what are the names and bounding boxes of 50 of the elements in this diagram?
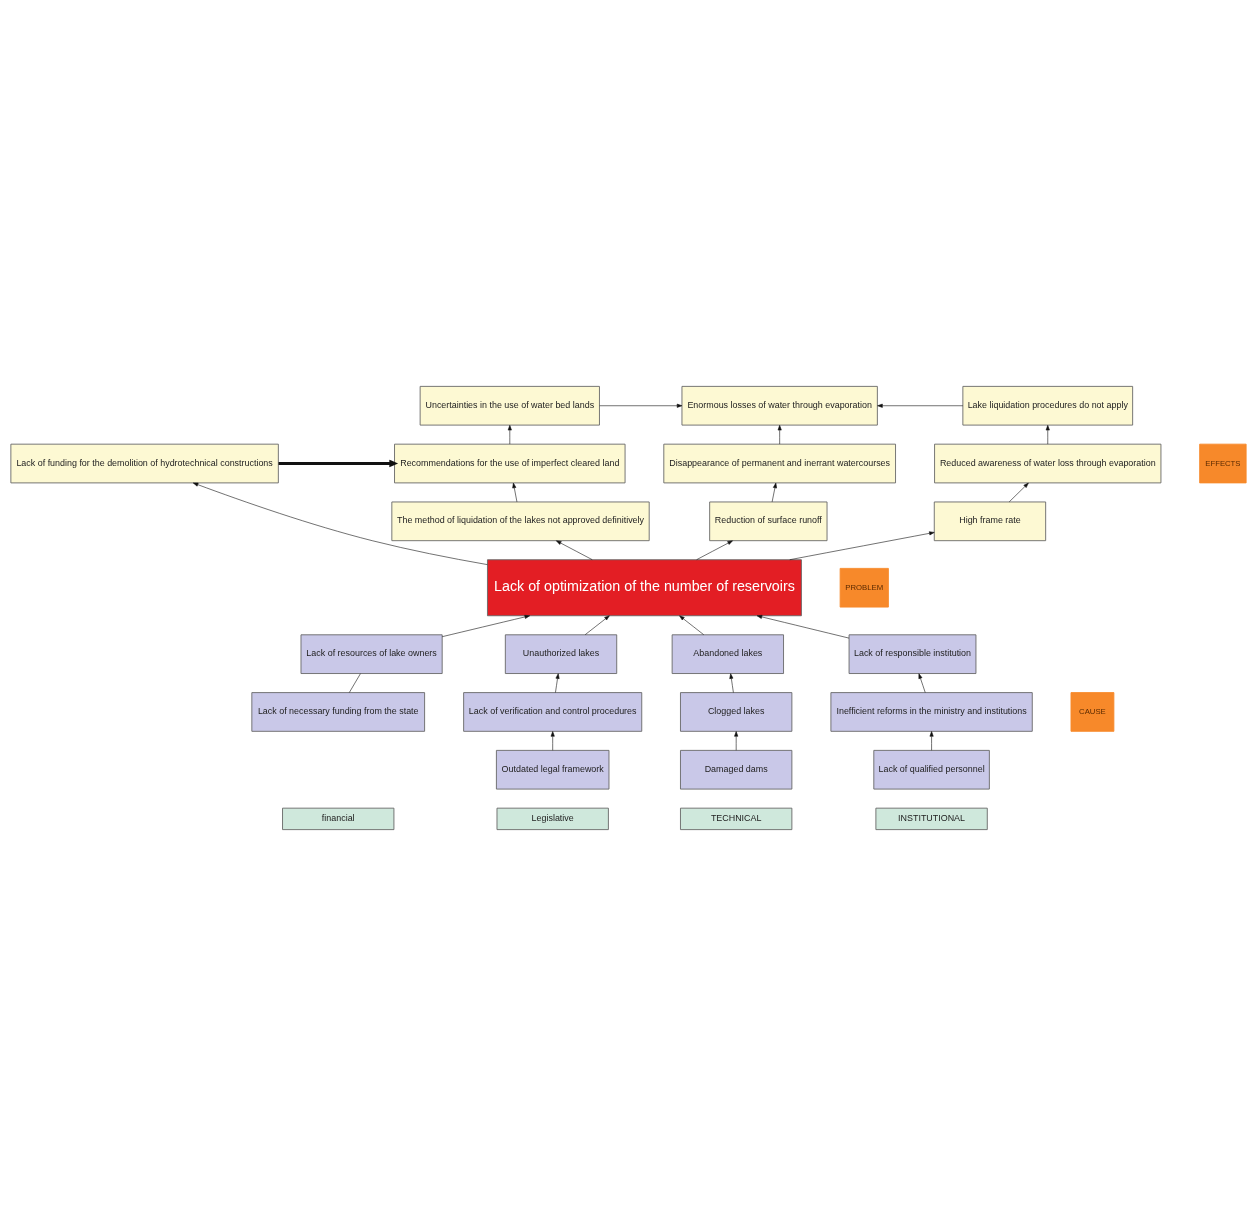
node-box: INSTITUTIONAL [875, 807, 988, 830]
node-box: Lack of resources of lake owners [300, 633, 443, 674]
arrow [789, 530, 935, 560]
node-box: Lack of optimization of the number of reservoirs [487, 558, 802, 616]
node-box: TECHNICAL [680, 807, 793, 830]
node-box: Abandoned lakes [671, 633, 784, 674]
arrow [771, 482, 777, 502]
node-box: Lack of funding for the demolition of hydrotechnical constructions [10, 443, 279, 483]
arrow [512, 482, 518, 502]
arrow [550, 730, 555, 751]
arrow [877, 403, 964, 408]
node-box: Reduction of surface runoff [709, 501, 828, 541]
node-box: High frame rate [933, 501, 1047, 541]
arrow [929, 730, 934, 751]
arrow [734, 730, 739, 751]
arrow [584, 615, 610, 635]
node-box: Unauthorized lakes [504, 633, 618, 674]
arrow [556, 539, 593, 560]
node-box: Inefficient reforms in the ministry and institutions [830, 691, 1033, 732]
arrow [192, 482, 488, 565]
arrow [1045, 424, 1050, 444]
node-box: Legislative [496, 807, 609, 830]
node-box: Lake liquidation procedures do not apply [962, 385, 1134, 426]
arrow [777, 424, 782, 444]
arrow [278, 459, 399, 467]
node-box: Clogged lakes [680, 691, 793, 732]
node-box: Uncertainties in the use of water bed lands [419, 385, 600, 426]
connector [349, 672, 361, 693]
node-box: Recommendations for the use of imperfect cleared land [394, 443, 626, 483]
arrow [918, 672, 926, 693]
arrow [599, 403, 683, 408]
node-box: Reduced awareness of water loss through evaporation [934, 443, 1162, 483]
arrow [729, 672, 734, 693]
node-box: The method of liquidation of the lakes not approved definitively [391, 501, 650, 541]
node-box: Lack of verification and control procedures [463, 691, 643, 732]
node-box: Lack of responsible institution [848, 633, 977, 674]
node-box: financial [282, 807, 395, 830]
node-box: Damaged dams [680, 749, 793, 790]
node-box: Disappearance of permanent and inerrant watercourses [663, 443, 896, 483]
node-box: Enormous losses of water through evaporation [681, 385, 878, 426]
arrow [555, 672, 560, 693]
arrow [679, 615, 704, 635]
arrow [756, 614, 850, 638]
node-box: Outdated legal framework [495, 749, 610, 790]
arrow [441, 614, 530, 637]
node-box: Lack of qualified personnel [873, 749, 990, 790]
node-box: Lack of necessary funding from the state [251, 691, 426, 732]
arrow [507, 424, 512, 444]
arrow [1008, 482, 1029, 502]
arrow [696, 539, 733, 560]
